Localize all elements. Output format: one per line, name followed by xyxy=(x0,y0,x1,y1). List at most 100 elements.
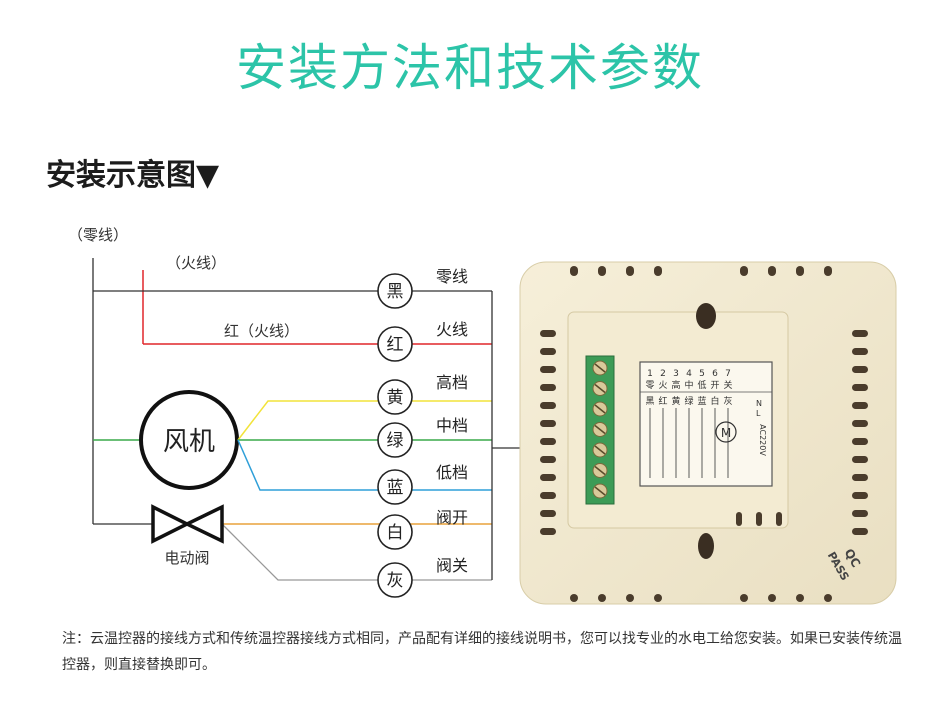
terminal-function-label: 阀关 xyxy=(436,556,468,575)
vent-slot xyxy=(626,594,634,602)
wire-blue xyxy=(237,439,492,491)
terminal-screw-slot xyxy=(594,424,606,435)
terminal-screw-slot xyxy=(594,445,606,455)
plate-number: 2 xyxy=(660,369,666,379)
plate-number: 5 xyxy=(699,369,705,379)
vent-slot xyxy=(540,456,556,463)
vent-slot xyxy=(852,330,868,337)
plate-function: 高 xyxy=(671,379,680,391)
plate-function: 火 xyxy=(658,380,667,391)
vent-slot xyxy=(740,594,748,602)
terminal-circle-label: 灰 xyxy=(387,571,404,591)
vent-slot xyxy=(852,366,868,373)
terminal-circle-label: 蓝 xyxy=(387,478,404,498)
terminal-circle xyxy=(377,326,413,362)
motor-icon xyxy=(715,421,737,443)
terminal-function-label: 中档 xyxy=(436,416,468,435)
valve-label: 电动阀 xyxy=(164,549,209,567)
vent-slot xyxy=(540,510,556,517)
terminal-circle xyxy=(377,514,413,550)
red-live-label: 红（火线） xyxy=(224,322,299,340)
vent-slot xyxy=(852,402,868,409)
vent-slot xyxy=(540,474,556,481)
terminal-circle xyxy=(377,379,413,415)
plate-color: 红 xyxy=(658,395,667,407)
vent-slot xyxy=(540,366,556,373)
terminal-function-label: 高档 xyxy=(436,373,468,392)
l-label: L xyxy=(756,409,761,418)
vent-slot xyxy=(824,594,832,602)
terminal-circle-label: 黑 xyxy=(387,282,404,302)
vent-slot xyxy=(540,384,556,391)
vent-slot xyxy=(852,492,868,499)
vent-slot xyxy=(852,438,868,445)
vent-slot xyxy=(852,528,868,535)
terminal-group: 黑 零线红 火线黄 高档绿 中档蓝 低档白 阀开灰 阀关 xyxy=(377,267,468,598)
vent-slot xyxy=(654,594,662,602)
vent-slot xyxy=(654,266,662,276)
label-plate xyxy=(639,361,773,487)
plate-color: 黄 xyxy=(671,395,680,407)
device-vents xyxy=(540,266,868,602)
terminal-circle xyxy=(377,469,413,505)
vent-slot xyxy=(540,528,556,535)
vent-slot xyxy=(852,474,868,481)
wire-yellow xyxy=(237,400,492,441)
plate-color: 黑 xyxy=(645,396,654,407)
terminal-screw-slot xyxy=(594,363,606,373)
terminal-circle xyxy=(377,562,413,598)
vent-slot xyxy=(540,402,556,409)
plate-number: 3 xyxy=(673,369,679,379)
plate-function: 中 xyxy=(684,379,693,391)
vent-slot xyxy=(796,594,804,602)
vent-slot xyxy=(540,330,556,337)
vent-slot xyxy=(768,594,776,602)
terminal-function-label: 火线 xyxy=(436,320,468,339)
plate-color: 白 xyxy=(710,395,719,407)
section-title: 安装示意图▼ xyxy=(46,158,220,193)
terminal-screws xyxy=(592,360,608,499)
terminal-function-label: 阀开 xyxy=(436,508,468,527)
vent-slot xyxy=(852,420,868,427)
terminal-circle-label: 白 xyxy=(387,523,404,543)
neutral-top-label: （零线） xyxy=(68,226,128,244)
vent-slot xyxy=(570,266,578,276)
terminal-screw-slot xyxy=(594,465,606,476)
terminal-circle xyxy=(377,422,413,458)
terminal-circle-label: 黄 xyxy=(387,388,404,408)
vent-slot xyxy=(626,266,634,276)
terminal-circle xyxy=(377,273,413,309)
plate-color: 绿 xyxy=(684,395,693,407)
vent-slot xyxy=(736,512,742,526)
vent-slot xyxy=(540,420,556,427)
terminal-circle-label: 红 xyxy=(387,335,404,355)
vent-slot xyxy=(852,384,868,391)
vent-slot xyxy=(540,348,556,355)
vent-slot xyxy=(776,512,782,526)
plate-number: 6 xyxy=(712,369,718,379)
valve-left-triangle xyxy=(151,504,191,544)
plate-function: 开 xyxy=(710,380,719,391)
valve-right-triangle xyxy=(182,504,224,544)
vent-slot xyxy=(540,492,556,499)
vent-slot xyxy=(598,266,606,276)
vent-slot xyxy=(852,510,868,517)
device-bottom-slot xyxy=(698,533,714,559)
terminal-function-label: 零线 xyxy=(436,267,468,286)
vent-slot xyxy=(852,348,868,355)
page-title: 安装方法和技术参数 xyxy=(236,39,704,97)
vent-slot xyxy=(796,266,804,276)
plate-number: 1 xyxy=(647,369,653,379)
terminal-screw-slot xyxy=(594,404,606,414)
terminal-circle-label: 绿 xyxy=(387,431,404,451)
plate-function: 零 xyxy=(645,380,654,391)
plate-number: 7 xyxy=(725,369,731,379)
wire-gray xyxy=(221,523,492,581)
vent-slot xyxy=(540,438,556,445)
vent-slot xyxy=(570,594,578,602)
plate-function: 关 xyxy=(723,379,732,391)
terminal-function-label: 低档 xyxy=(436,463,468,482)
vent-slot xyxy=(852,456,868,463)
